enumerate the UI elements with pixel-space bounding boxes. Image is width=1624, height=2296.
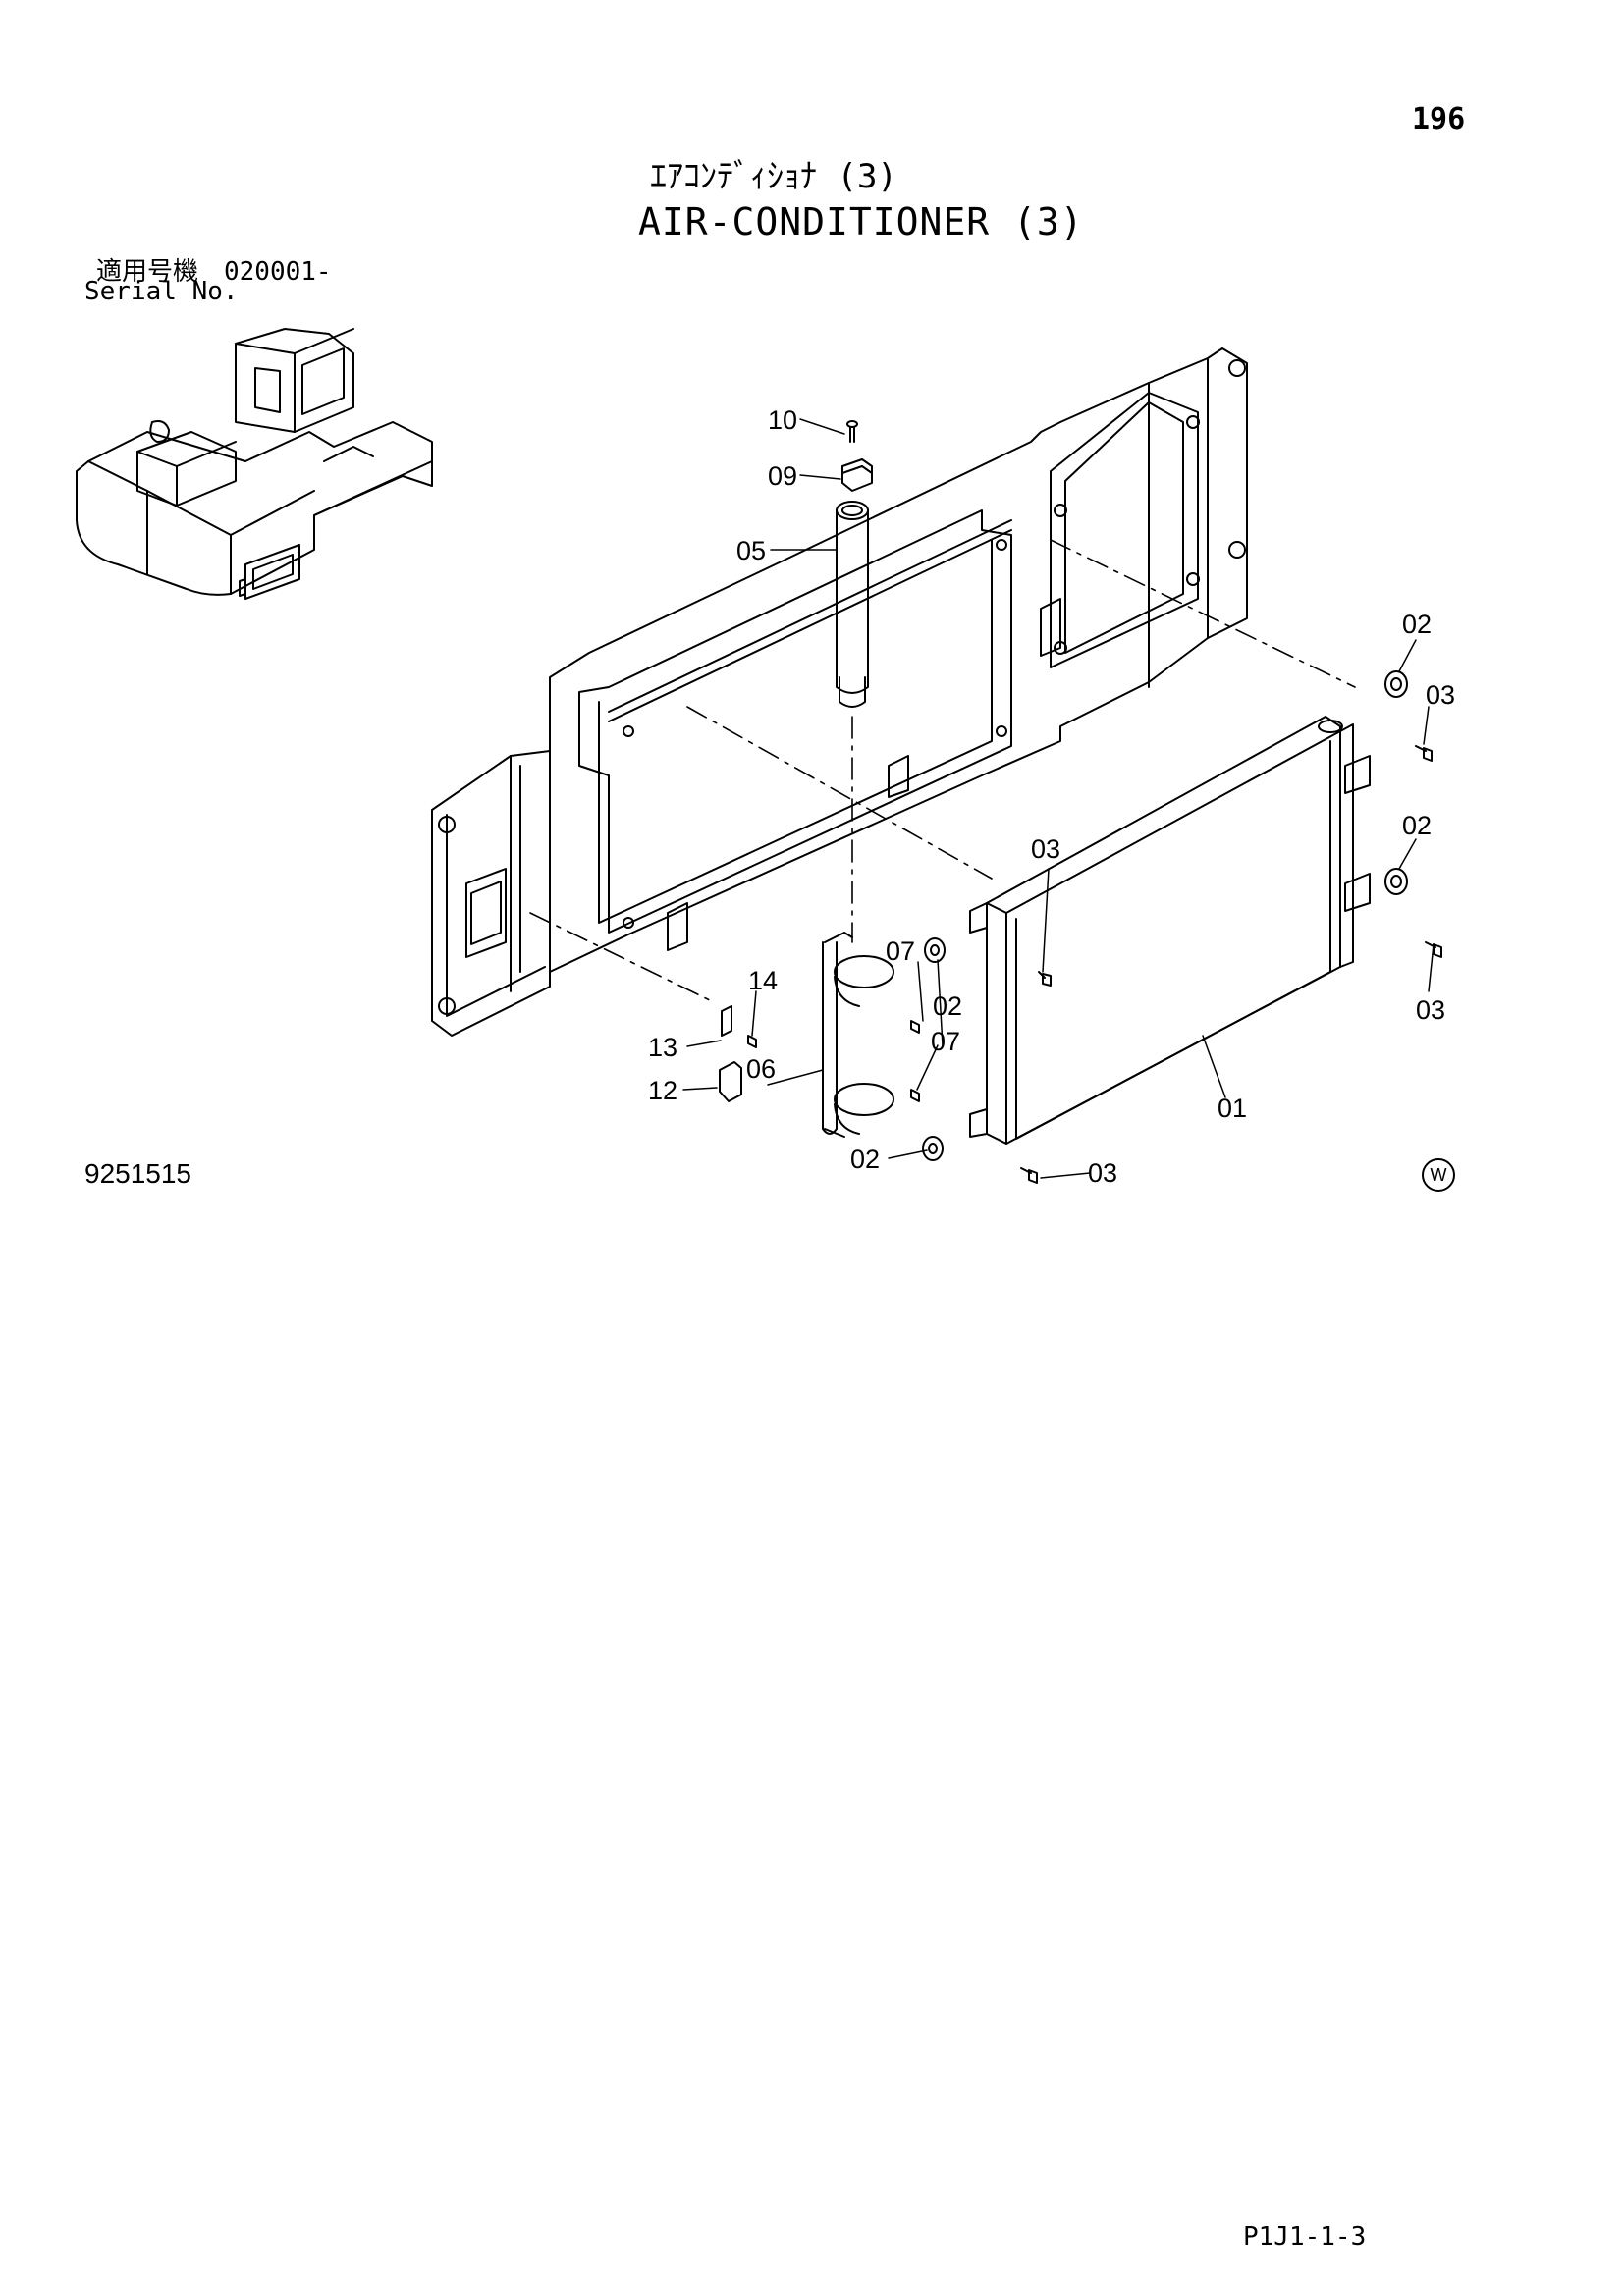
callout-05: 05 [736, 536, 766, 565]
clip-and-clamp [719, 1005, 742, 1102]
title-english: AIR-CONDITIONER (3) [638, 200, 1084, 243]
callout-12: 12 [648, 1076, 677, 1105]
callout-10: 10 [768, 405, 797, 435]
figure-number: 9251515 [84, 1158, 192, 1189]
rubber-mounts [922, 670, 1408, 1161]
callout-03-right: 03 [1416, 995, 1445, 1025]
callout-03-upper: 03 [1426, 680, 1455, 710]
alignment-lines [529, 539, 1356, 1002]
callout-02-right: 02 [1402, 811, 1432, 840]
bolts [747, 745, 1442, 1184]
callout-02-upper: 02 [1402, 610, 1432, 639]
receiver-dryer [836, 420, 873, 708]
callout-07-lower: 07 [931, 1027, 960, 1056]
callout-07-upper: 07 [886, 936, 915, 966]
callout-02-mid: 02 [933, 991, 962, 1021]
manufacturer-mark: W [1422, 1158, 1455, 1192]
condenser-core [969, 716, 1371, 1145]
machine-overview-illustration [76, 328, 433, 600]
page-number: 196 [1412, 102, 1466, 136]
part-callouts: 10 09 05 02 03 02 03 03 03 07 02 07 14 1… [648, 405, 1455, 1188]
callout-06: 06 [746, 1054, 776, 1084]
title-japanese: ｴｱｺﾝﾃﾞｨｼｮﾅ (3) [650, 157, 897, 196]
serial-label-japanese: 適用号機 020001- [96, 257, 332, 287]
callout-03-mid: 03 [1031, 834, 1060, 864]
callout-13: 13 [648, 1033, 677, 1062]
callout-14: 14 [748, 966, 778, 995]
callout-01: 01 [1218, 1094, 1247, 1123]
page-code: P1J1-1-3 [1243, 2222, 1367, 2252]
mounting-bracket [822, 932, 894, 1138]
leader-lines [682, 418, 1435, 1179]
mounting-frame [431, 347, 1248, 1037]
exploded-parts-diagram: 10 09 05 02 03 02 03 03 03 07 02 07 14 1… [76, 328, 1455, 1188]
serial-label-english: Serial No. [84, 277, 239, 306]
callout-09: 09 [768, 461, 797, 491]
callout-02-lower: 02 [850, 1145, 880, 1174]
callout-03-lower: 03 [1088, 1158, 1117, 1188]
